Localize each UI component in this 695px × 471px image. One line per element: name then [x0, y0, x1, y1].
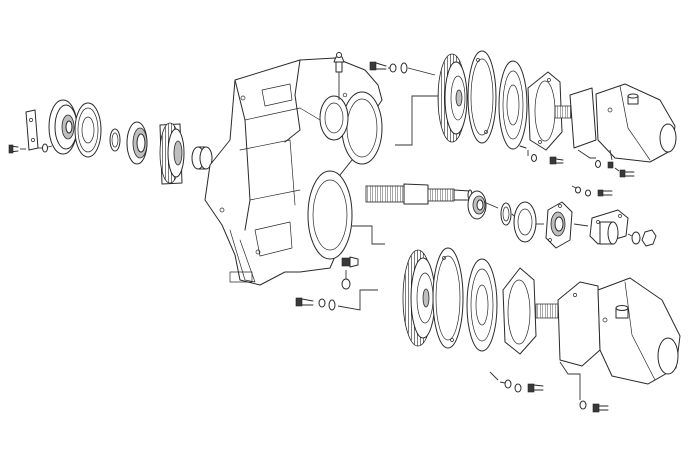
upper-motor-bolts: [519, 145, 635, 178]
lower-hydraulic-motor: [535, 277, 681, 385]
left-screw: [8, 144, 19, 154]
assembly-guide-lines: [20, 67, 633, 400]
shaft-oring: [500, 202, 512, 226]
gearbox-housing: [204, 52, 383, 286]
lower-cover-plate: [432, 247, 464, 349]
left-spacer: [191, 146, 213, 170]
upper-gear: [437, 53, 468, 143]
shaft-bearing-cap: [545, 201, 573, 249]
left-bearing: [126, 121, 148, 165]
lower-bolt-left: [295, 297, 336, 311]
lower-adapter-flange: [502, 267, 537, 355]
left-gear: [159, 122, 185, 185]
left-bearing-cap: [48, 99, 78, 155]
lower-gasket: [466, 258, 498, 352]
upper-washers: [389, 62, 408, 74]
left-retainer-plate: [25, 109, 39, 151]
left-small-washer: [42, 143, 48, 153]
left-oring: [109, 128, 121, 152]
lower-fittings: [341, 256, 359, 290]
upper-cover-plate: [467, 50, 497, 144]
upper-gasket: [498, 60, 528, 150]
lower-motor-bolts: [504, 379, 609, 413]
left-gasket: [74, 102, 102, 158]
shaft-flange-yoke: [589, 209, 629, 245]
lower-gear: [402, 249, 436, 347]
output-shaft: [365, 183, 473, 205]
upper-bolt: [369, 61, 387, 71]
shaft-washer: [631, 231, 641, 245]
shaft-gasket: [513, 201, 537, 243]
shaft-bearing: [467, 190, 487, 220]
upper-hydraulic-motor: [554, 83, 677, 163]
shaft-top-bolts: [575, 186, 613, 197]
shaft-nut: [641, 229, 657, 247]
